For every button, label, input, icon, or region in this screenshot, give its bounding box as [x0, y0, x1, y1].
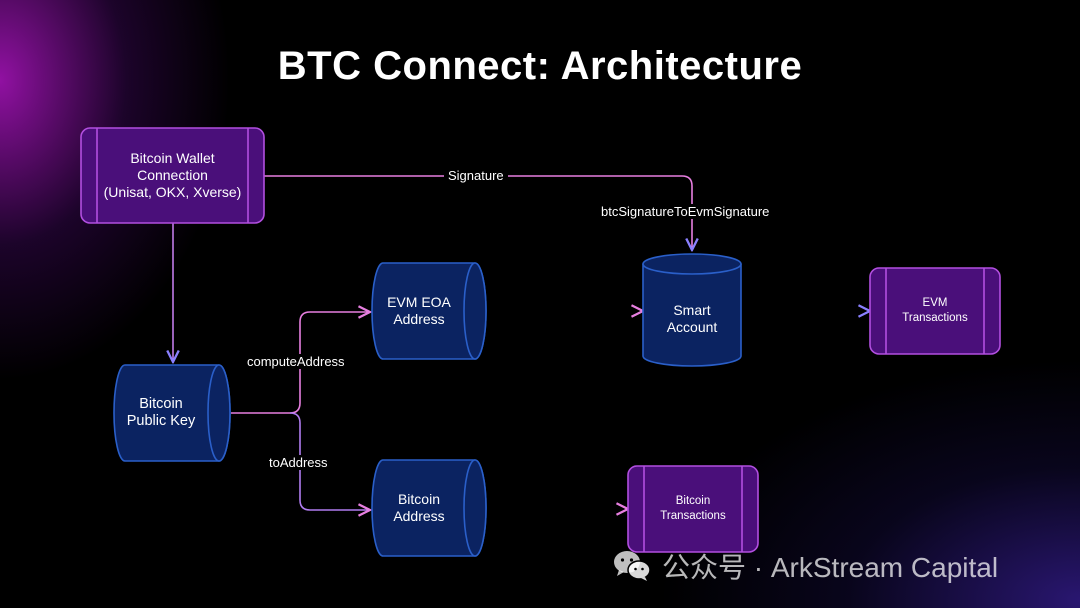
pubkey-label: Bitcoin Public Key — [126, 396, 196, 429]
evm-eoa-label: EVM EOA Address — [387, 294, 451, 327]
smart-account-label: Smart Account — [666, 302, 718, 335]
node-evm-tx-box — [869, 267, 1001, 355]
node-wallet-box — [80, 127, 265, 224]
node-pubkey-cylinder — [113, 364, 231, 462]
node-evm-eoa-cylinder — [371, 262, 487, 360]
btc-tx-label: Bitcoin Transactions — [660, 495, 726, 522]
btc-address-label: Bitcoin Address — [393, 491, 445, 524]
node-smart-account-cylinder — [642, 253, 742, 367]
edge-label-signature: Signature — [444, 168, 508, 183]
edge-to-address — [289, 412, 370, 510]
edge-signature — [264, 175, 692, 250]
node-btc-address-cylinder — [371, 459, 487, 557]
wechat-icon — [614, 551, 651, 581]
edge-label-to-address: toAddress — [265, 455, 332, 470]
page-title: BTC Connect: Architecture — [277, 44, 803, 88]
edge-label-btc-sig-to-evm: btcSignatureToEvmSignature — [597, 204, 774, 219]
node-btc-tx-box — [627, 465, 759, 553]
watermark-text: 公众号 · ArkStream Capital — [662, 552, 999, 583]
edge-label-compute-address: computeAddress — [243, 354, 349, 369]
watermark: 公众号 · ArkStream Capital — [612, 546, 998, 586]
evm-tx-label: EVM Transactions — [902, 297, 968, 324]
wallet-label: Bitcoin Wallet Connection (Unisat, OKX, … — [103, 150, 242, 200]
